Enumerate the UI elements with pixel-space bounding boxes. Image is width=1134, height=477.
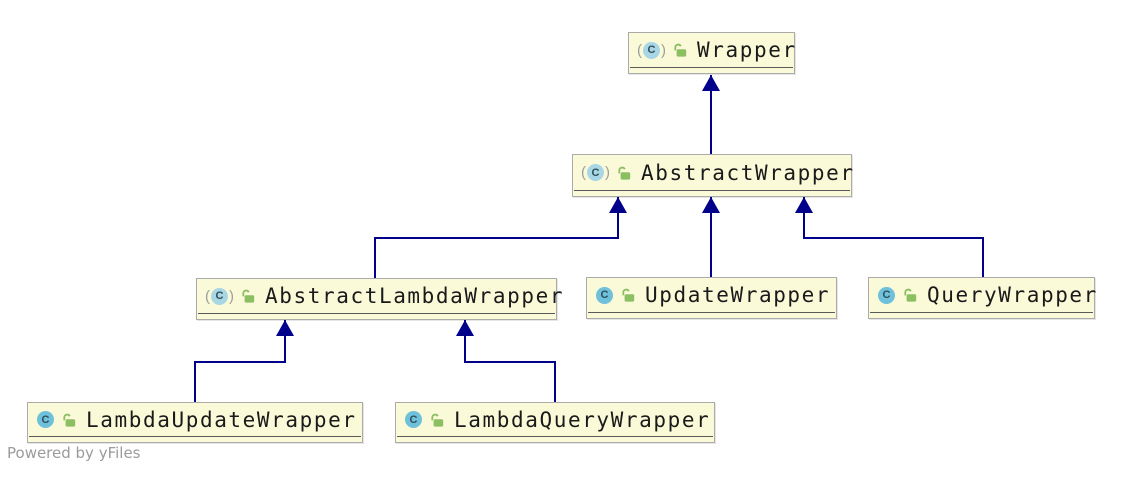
inheritance-arrowhead [276, 320, 294, 336]
compartment-separator [588, 312, 835, 313]
class-icon-group: C [876, 286, 918, 304]
public-unlocked-icon [904, 288, 917, 302]
compartment-separator [29, 436, 361, 437]
inheritance-arrowhead [702, 75, 720, 91]
public-unlocked-icon [63, 413, 76, 427]
compartment-separator [870, 312, 1093, 313]
class-icon: C [587, 164, 604, 181]
public-unlocked-icon [674, 43, 687, 57]
class-icon: C [643, 41, 660, 59]
class-icon-group: C [403, 411, 445, 428]
class-icon: C [211, 287, 228, 305]
class-name-label: LambdaQueryWrapper [454, 407, 711, 432]
compartment-separator [397, 436, 713, 437]
class-icon: C [878, 286, 895, 304]
class-node-lambda-update-wrapper[interactable]: C LambdaUpdateWrapper [27, 402, 363, 443]
abstract-paren-right-icon: ) [661, 41, 666, 59]
class-icon-group: ( C ) [204, 287, 256, 305]
class-icon-group: ( C ) [580, 164, 632, 181]
yfiles-watermark: Powered by yFiles [7, 444, 141, 462]
public-unlocked-icon [622, 288, 635, 302]
abstract-paren-right-icon: ) [229, 287, 234, 305]
inheritance-edge-lambda-query-wrapper-to-abstract-lambda-wrapper [464, 320, 556, 402]
class-icon: C [37, 411, 54, 428]
class-icon-group: C [35, 411, 77, 428]
class-icon: C [596, 286, 613, 304]
class-node-wrapper[interactable]: ( C ) Wrapper [628, 32, 795, 74]
class-icon-group: ( C ) [636, 41, 688, 59]
class-node-abstract-lambda-wrapper[interactable]: ( C ) AbstractLambdaWrapper [196, 278, 563, 320]
class-icon: C [405, 411, 422, 428]
public-unlocked-icon [431, 413, 444, 427]
compartment-separator [574, 190, 850, 191]
abstract-paren-left-icon: ( [205, 287, 210, 305]
inheritance-arrowhead [456, 320, 474, 336]
compartment-separator [198, 313, 555, 314]
class-node-abstract-wrapper[interactable]: ( C ) AbstractWrapper [572, 154, 855, 197]
class-node-lambda-query-wrapper[interactable]: C LambdaQueryWrapper [395, 402, 715, 443]
class-name-label: AbstractWrapper [641, 160, 855, 185]
abstract-paren-left-icon: ( [581, 164, 586, 181]
inheritance-arrowhead [795, 197, 813, 213]
inheritance-edge-query-wrapper-to-abstract-wrapper [803, 197, 984, 277]
public-unlocked-icon [618, 166, 631, 180]
compartment-separator [630, 67, 793, 68]
class-name-label: Wrapper [697, 38, 797, 62]
inheritance-edge-abstract-lambda-wrapper-to-abstract-wrapper [374, 197, 619, 278]
inheritance-edge-lambda-update-wrapper-to-abstract-lambda-wrapper [194, 320, 286, 402]
class-name-label: LambdaUpdateWrapper [86, 407, 357, 432]
class-node-update-wrapper[interactable]: C UpdateWrapper [586, 277, 837, 319]
class-name-label: UpdateWrapper [645, 283, 831, 307]
abstract-paren-right-icon: ) [605, 164, 610, 181]
inheritance-arrowhead [609, 197, 627, 213]
inheritance-arrowhead [702, 197, 720, 213]
class-node-query-wrapper[interactable]: C QueryWrapper [868, 277, 1098, 319]
abstract-paren-left-icon: ( [637, 41, 642, 59]
public-unlocked-icon [242, 289, 255, 303]
class-name-label: AbstractLambdaWrapper [265, 284, 565, 308]
class-name-label: QueryWrapper [927, 283, 1098, 307]
class-icon-group: C [594, 286, 636, 304]
